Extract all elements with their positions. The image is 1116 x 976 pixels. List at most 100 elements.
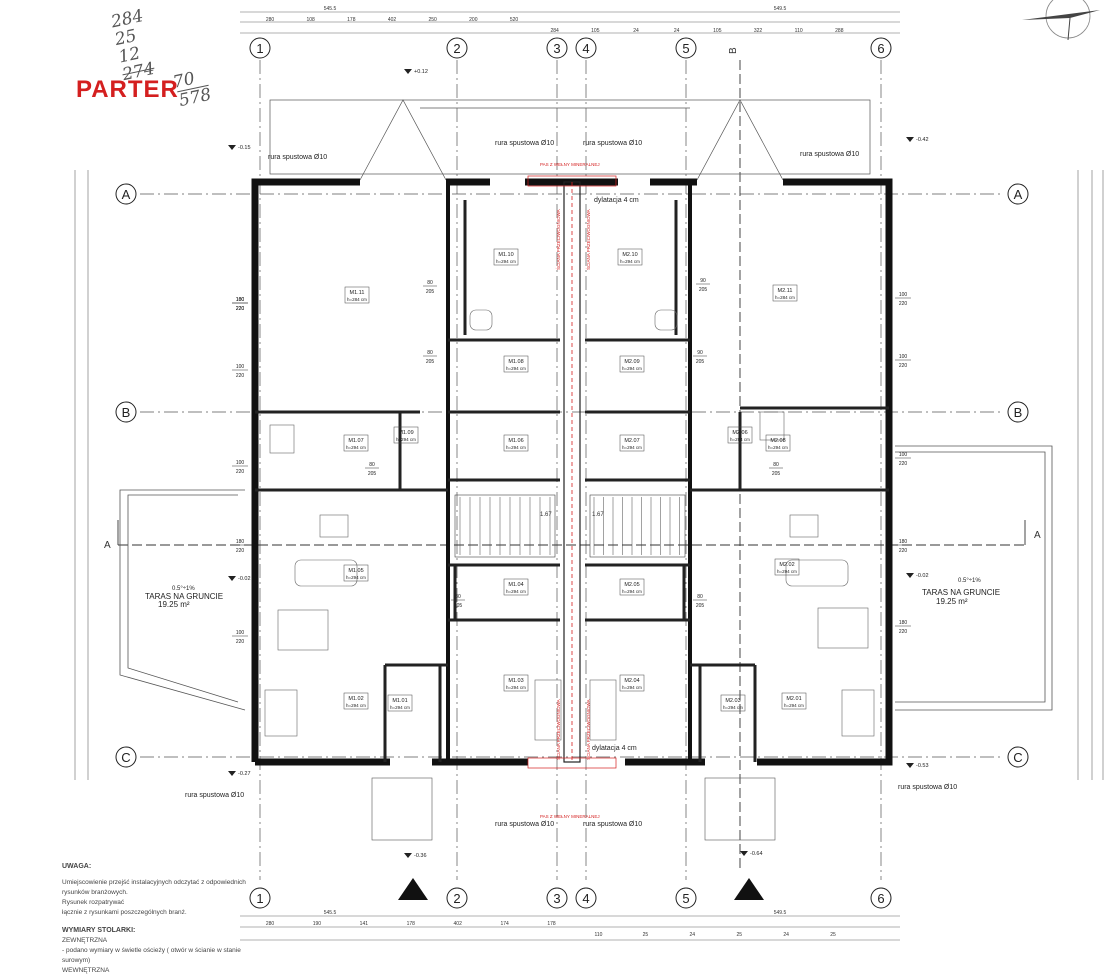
axis-bubble (675, 37, 697, 59)
axis-bubble (870, 887, 892, 909)
party-wall (527, 175, 617, 769)
expansion-joint-label: dylatacja 4 cm (594, 197, 639, 204)
terrace-outline (119, 445, 1053, 711)
entrance-marker-icon (398, 878, 428, 900)
elevation-triangle-icon (404, 69, 412, 74)
door-height: 205 (368, 471, 377, 477)
joinery-line: - podano wymiary w świetle ościeży ( otw… (62, 947, 241, 964)
room-id: M1.05 (348, 568, 363, 574)
room-height: h=294 cm (506, 589, 526, 594)
window-width: 100 (236, 460, 245, 466)
dimension-value: 520 (510, 17, 519, 23)
axis-bubble (546, 37, 568, 59)
joinery-line: WEWNĘTRZNA (62, 967, 110, 974)
room-height: h=294 cm (622, 445, 642, 450)
axis-bubble (1007, 183, 1029, 205)
dimension-value: 280 (266, 17, 275, 23)
window-width: 100 (899, 292, 908, 298)
window-height: 220 (236, 306, 245, 312)
room-id: M1.02 (348, 696, 363, 702)
room-id: M2.10 (622, 252, 637, 258)
axis-bubble (115, 401, 137, 423)
stair-treads (459, 497, 680, 555)
downpipe-label: rura spustowa Ø10 (185, 792, 244, 799)
dimension-value: 105 (713, 28, 722, 34)
column-axis-label: 2 (453, 891, 460, 906)
notes-line: łącznie z rysunkami poszczególnych branż… (62, 909, 187, 916)
internal-walls (255, 200, 889, 762)
dimension-value: 250 (428, 17, 437, 23)
axis-bubble (870, 37, 892, 59)
dimension-value: 322 (754, 28, 763, 34)
downpipe-label: rura spustowa Ø10 (898, 784, 957, 791)
axis-bubble (446, 887, 468, 909)
door-width: 80 (455, 594, 461, 600)
downpipe-label: rura spustowa Ø10 (583, 140, 642, 147)
room-height: h=294 cm (506, 366, 526, 371)
row-axis-label: C (121, 750, 130, 765)
dimension-value: 25 (643, 932, 649, 938)
dimension-value: 24 (633, 28, 639, 34)
window-width: 180 (899, 539, 908, 545)
room-height: h=294 cm (784, 703, 804, 708)
fire-wall-label: ŚCIANA PRZECIWOGNIOWA (584, 699, 591, 760)
window-height: 220 (236, 469, 245, 475)
room-id: M1.08 (508, 359, 523, 365)
mineral-wool-label: PAS Z WEŁNY MINERALNEJ (540, 162, 600, 167)
expansion-joint-label: dylatacja 4 cm (592, 745, 637, 752)
room-tag-box (503, 674, 529, 692)
room-height: h=294 cm (346, 575, 366, 580)
dimension-value: 24 (690, 932, 696, 938)
window-height: 220 (236, 548, 245, 554)
terrace-slope: 0.5°÷1% (958, 578, 981, 584)
entrance-marker-icon (734, 878, 764, 900)
room-tag-box (727, 426, 753, 444)
room-id: M1.10 (498, 252, 513, 258)
terrace-area: 19.25 m² (936, 597, 968, 606)
dimension-value: 549.5 (774, 910, 787, 916)
room-height: h=284 cm (775, 295, 795, 300)
window-width: 100 (236, 297, 245, 303)
axis-bubble (249, 887, 271, 909)
column-axis-label: 3 (553, 41, 560, 56)
room-height: h=294 cm (768, 445, 788, 450)
dimension-value: 280 (266, 921, 275, 927)
section-mark-right: A (1034, 530, 1041, 541)
room-tag-box (344, 286, 370, 304)
north-arrow-icon (1022, 0, 1100, 41)
column-axis-label: 1 (256, 41, 263, 56)
elevation-value: -0.27 (238, 771, 251, 777)
room-height: h=294 cm (777, 569, 797, 574)
terrace-title: TARAS NA GRUNCIE (922, 588, 1000, 597)
window-tags: 1002201002201002201002201802201802201002… (232, 292, 911, 645)
elevation-value: -0.53 (916, 763, 929, 769)
door-width: 80 (369, 462, 375, 468)
room-id: M2.01 (786, 696, 801, 702)
column-axis-label: 5 (682, 41, 689, 56)
axis-bubble (675, 887, 697, 909)
window-height: 220 (899, 461, 908, 467)
dimension-value: 24 (674, 28, 680, 34)
room-height: h=294 cm (620, 259, 640, 264)
dimension-value: 24 (783, 932, 789, 938)
room-tag-box (617, 248, 643, 266)
door-height: 205 (696, 603, 705, 609)
room-height: h=294 cm (622, 589, 642, 594)
room-id: M2.02 (779, 562, 794, 568)
dimension-value: 105 (591, 28, 600, 34)
elevation-value: -0.02 (916, 573, 929, 579)
dimension-value: 545.5 (324, 6, 337, 12)
elevation-triangle-icon (740, 851, 748, 856)
room-tag-box (393, 426, 419, 444)
dimension-value: 402 (388, 17, 397, 23)
door-height: 205 (696, 359, 705, 365)
dimension-value: 178 (547, 921, 556, 927)
room-tag-box (619, 578, 645, 596)
fire-wall-label: ŚCIANA PRZECIWOGNIOWA (554, 699, 561, 760)
room-height: h=294 cm (396, 437, 416, 442)
room-tag-box (503, 434, 529, 452)
